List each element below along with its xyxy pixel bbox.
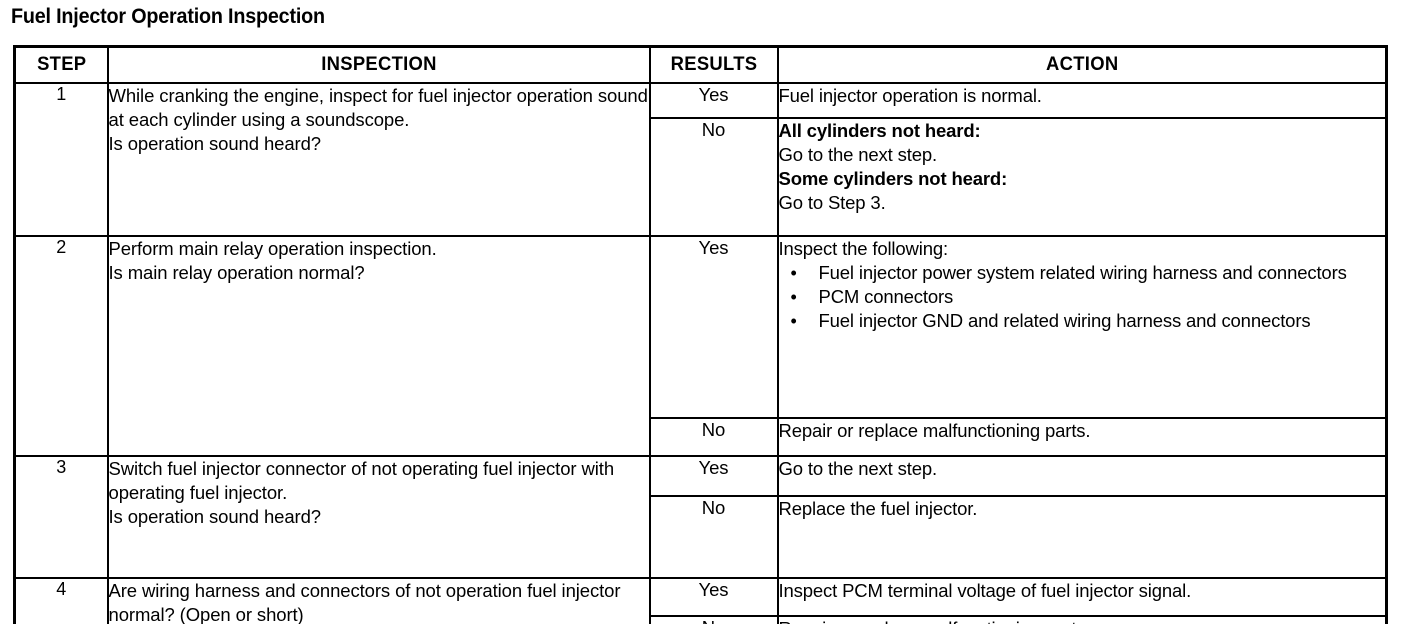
action-cell: Fuel injector operation is normal. [776,82,1388,119]
step-number-cell: 4 [13,577,109,624]
column-header-results: RESULTS [650,45,777,84]
inspection-line: Switch fuel injector connector of not op… [108,458,615,503]
bullet-icon: • [790,287,797,307]
action-cell: Replace the fuel injector. [776,495,1388,579]
action-line: Go to the next step. [778,144,938,165]
action-bullet-item: • Fuel injector power system related wiri… [779,261,1386,285]
bullet-icon: • [790,311,797,331]
inspection-line: Is operation sound heard? [108,133,322,154]
result-cell: Yes [648,577,779,617]
inspection-line: Perform main relay operation inspection. [108,238,437,259]
table-header: STEP INSPECTION RESULTS ACTION [14,45,1387,84]
action-line: Go to the next step. [778,458,938,479]
result-cell: Yes [648,455,779,497]
action-bullet-list: • Fuel injector power system related wiri… [779,261,1386,333]
action-bullet-item: • PCM connectors [779,285,1386,309]
action-line: Replace the fuel injector. [778,498,978,519]
inspection-cell: While cranking the engine, inspect for f… [106,82,651,237]
inspection-cell: Are wiring harness and connectors of not… [106,577,651,624]
result-cell: No [648,117,779,237]
inspection-line: While cranking the engine, inspect for f… [108,85,648,130]
inspection-cell: Perform main relay operation inspection.… [106,235,651,457]
result-cell: No [648,417,779,457]
inspection-cell: Switch fuel injector connector of not op… [106,455,651,579]
action-cell: Inspect PCM terminal voltage of fuel inj… [776,577,1388,617]
column-header-action: ACTION [785,45,1379,84]
action-line: Repair or replace malfunctioning parts. [778,420,1091,441]
action-line: Repair or replace malfunctioning parts. [779,617,1386,624]
action-bullet-text: PCM connectors [818,286,954,307]
action-cell: Repair or replace malfunctioning parts. [776,615,1388,624]
column-header-inspection: INSPECTION [114,45,643,84]
action-line-bold: Some cylinders not heard: [778,168,1008,189]
inspection-line: Are wiring harness and connectors of not… [108,580,621,624]
inspection-line: Is main relay operation normal? [108,262,365,283]
result-cell: Yes [648,235,779,419]
result-cell: No [648,495,779,579]
action-bullet-item: • Fuel injector GND and related wiring ha… [779,309,1386,333]
action-line: Inspect PCM terminal voltage of fuel inj… [778,580,1192,601]
page-title: Fuel Injector Operation Inspection [11,5,325,28]
result-cell: No [648,615,779,624]
bullet-icon: • [790,263,797,283]
action-line-bold: All cylinders not heard: [778,120,981,141]
action-bullet-text: Fuel injector GND and related wiring har… [818,310,1311,331]
column-header-step: STEP [14,45,108,84]
action-cell: Inspect the following: • Fuel injector pow… [776,235,1388,419]
action-bullet-text: Fuel injector power system related wirin… [818,262,1347,283]
result-cell: Yes [648,82,779,119]
step-number-cell: 3 [13,455,109,579]
action-cell: Go to the next step. [776,455,1388,497]
action-line: Inspect the following: [778,238,949,259]
header-row: STEP INSPECTION RESULTS ACTION [14,45,1387,84]
inspection-line: Is operation sound heard? [108,506,322,527]
action-line: Go to Step 3. [778,192,886,213]
step-number-cell: 1 [13,82,109,237]
action-cell: All cylinders not heard: Go to the next s… [776,117,1388,237]
step-number-cell: 2 [13,235,109,457]
action-line: Fuel injector operation is normal. [778,85,1042,106]
action-cell: Repair or replace malfunctioning parts. [776,417,1388,457]
